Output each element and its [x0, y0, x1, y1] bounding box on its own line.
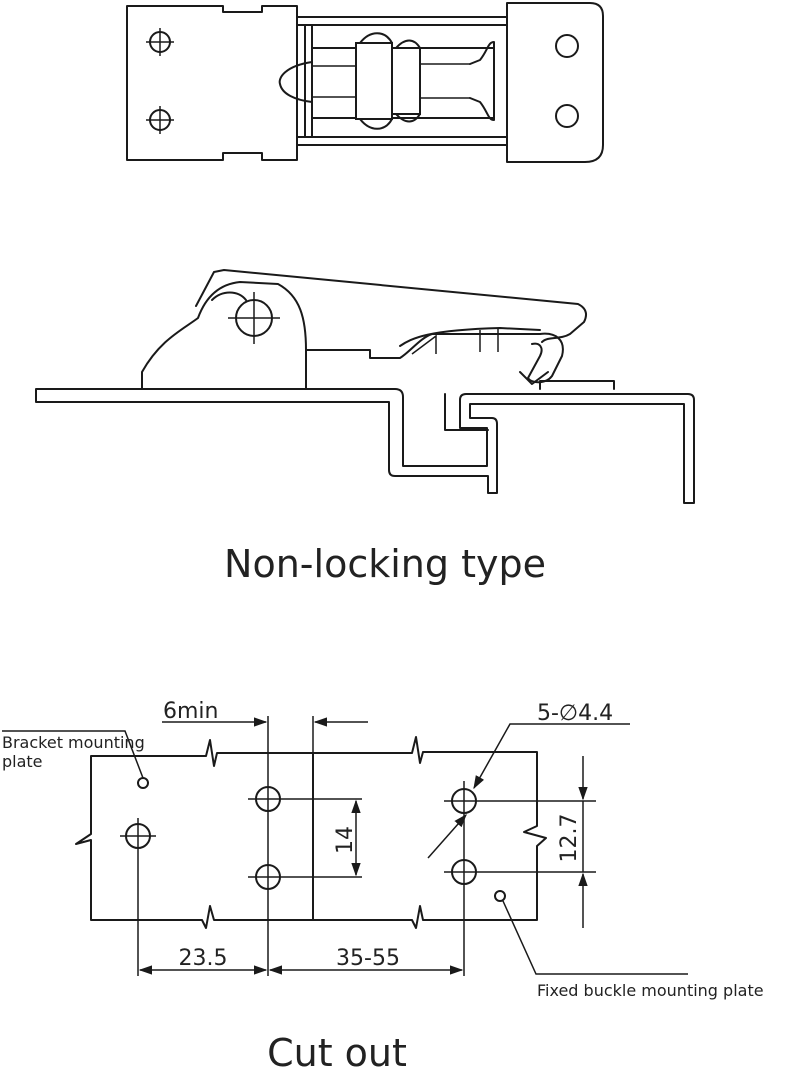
top-view-spring-block [391, 47, 421, 115]
cutout-dim-35-55: 35-55 [336, 946, 400, 971]
cutout-hole-left [120, 818, 156, 976]
cutout-dim-12-7: 12.7 [557, 814, 582, 863]
cutout-label-fixed: Fixed buckle mounting plate [537, 981, 764, 1000]
side-view-hinge-pin [228, 292, 280, 344]
cutout-dim-23-5: 23.5 [179, 946, 228, 971]
side-view-base-plate [35, 388, 695, 504]
top-view [126, 2, 604, 163]
cutout-hole-lower-right [444, 859, 596, 885]
cutout-label-bracket-line1: Bracket mounting [2, 733, 145, 752]
cutout-marker-fixed [494, 890, 506, 902]
top-view-hole-upper [146, 28, 174, 56]
top-view-buckle-hole-lower [555, 104, 579, 128]
cutout-label-bracket-line2: plate [2, 752, 43, 771]
top-view-left-base [126, 5, 298, 161]
side-view-buckle-lip [539, 380, 615, 390]
cutout [2, 716, 688, 976]
cutout-dim-14: 14 [333, 826, 358, 854]
side-view-bracket [141, 281, 307, 390]
cutout-hole-upper-left [248, 716, 362, 976]
cutout-dim-holes: 5-∅4.4 [537, 701, 613, 726]
top-view-center-block [355, 42, 393, 120]
top-view-hook-nose [278, 61, 313, 103]
side-view [35, 269, 695, 504]
cutout-outline [75, 736, 547, 929]
side-view-buckle-plate [444, 393, 489, 431]
side-view-lever-bottom [305, 332, 564, 384]
side-view-caption: Non-locking type [224, 542, 546, 586]
cutout-hole-lower-left [248, 864, 362, 890]
top-view-hole-lower [146, 106, 174, 134]
cutout-hole-upper-right [444, 781, 596, 976]
top-view-buckle-hole-upper [555, 34, 579, 58]
cutout-marker-bracket [137, 777, 149, 789]
cutout-dim-6min: 6min [163, 699, 218, 724]
top-view-pin-head [469, 41, 495, 121]
cutout-caption: Cut out [267, 1031, 407, 1070]
top-view-buckle-plate [506, 2, 604, 163]
side-view-lever-top [195, 269, 587, 343]
